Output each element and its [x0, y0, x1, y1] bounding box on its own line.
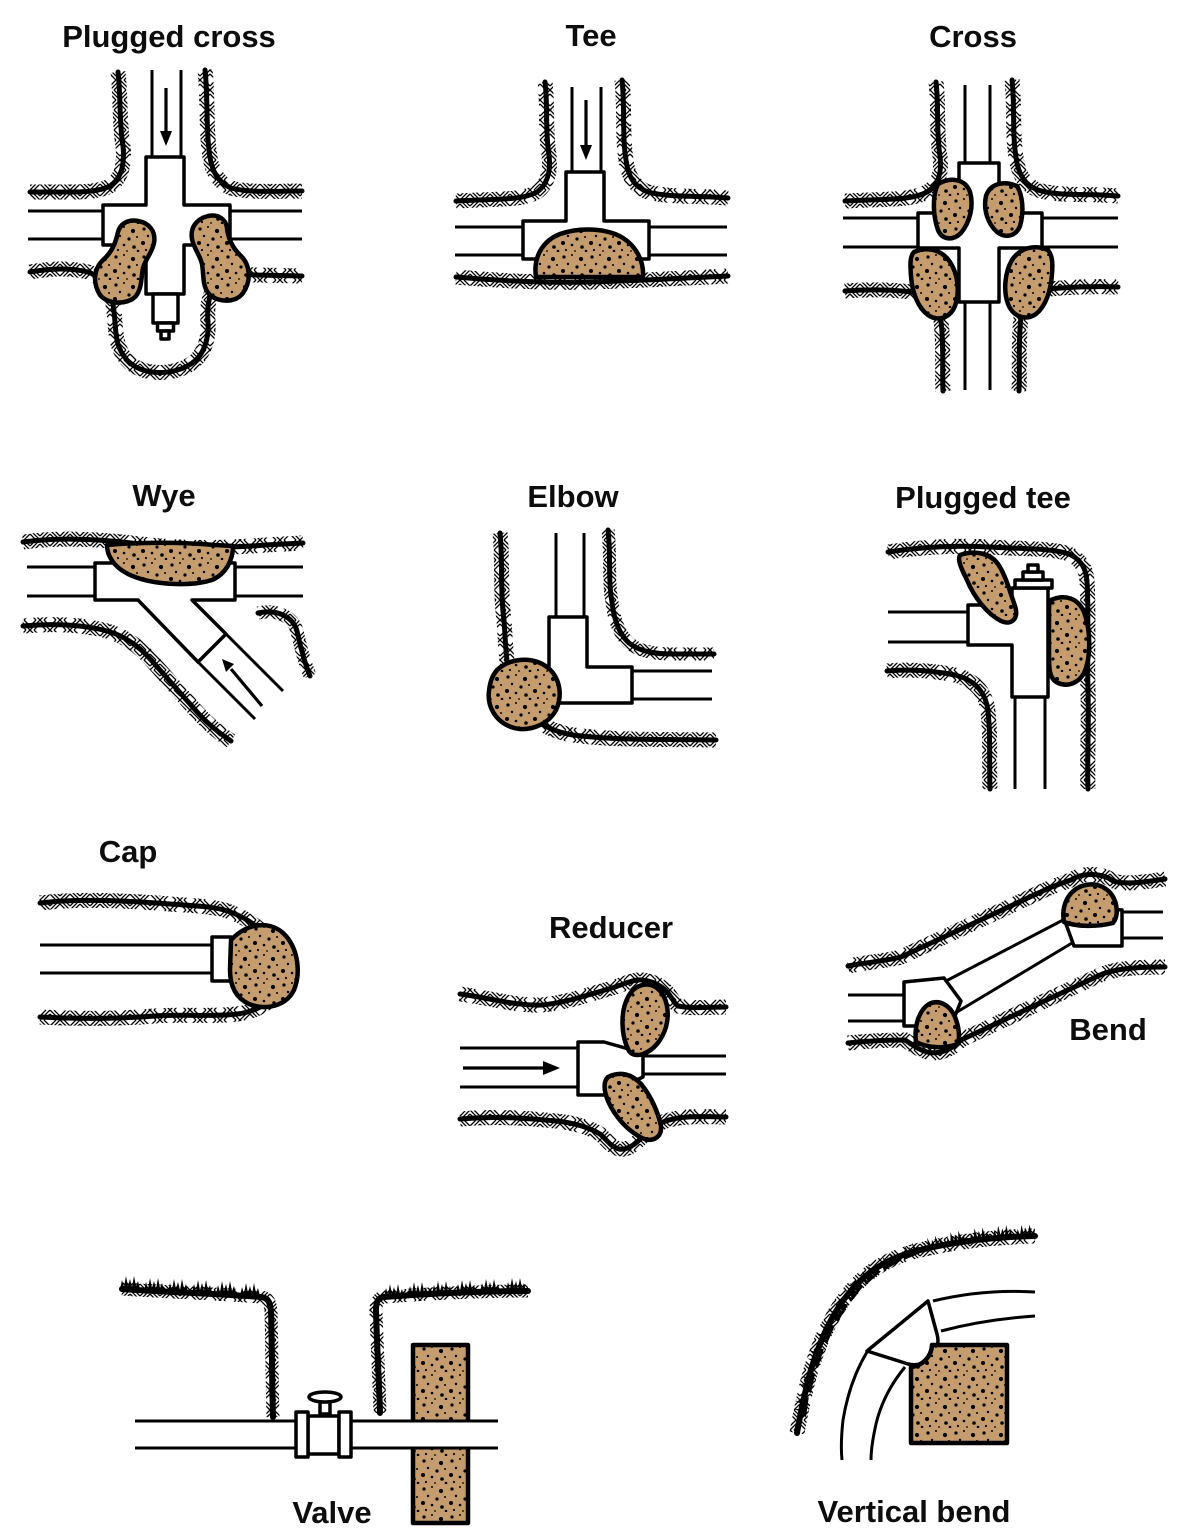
wye-fitting: [93, 561, 237, 664]
grass-tuft: [120, 1276, 140, 1289]
trench-wall: [453, 79, 552, 204]
label-cross: Cross: [929, 19, 1017, 54]
grass-tuft: [506, 1278, 526, 1291]
thrust-block: [92, 218, 157, 305]
soil-hatch: [30, 71, 131, 200]
valve-flange: [294, 1410, 310, 1459]
figure-wye: Wye: [20, 478, 317, 748]
soil-hatch: [455, 81, 557, 209]
figure-valve: Valve: [119, 1276, 531, 1530]
thrust-block: [982, 181, 1025, 239]
flow-arrowhead: [580, 145, 592, 160]
pipe-line: [40, 943, 212, 975]
trench-wall: [457, 1114, 729, 1152]
thrust-block: [620, 982, 670, 1058]
flow-arrowhead: [543, 1061, 560, 1075]
figure-bend: Bend: [845, 867, 1168, 1061]
label-bend: Bend: [1069, 1012, 1147, 1047]
soil-hatch: [197, 69, 303, 199]
trench-wall: [845, 872, 1168, 969]
trench-wall: [842, 79, 943, 204]
label-plugged-cross: Plugged cross: [62, 19, 276, 54]
pipe-line: [27, 565, 303, 721]
trench-wall: [20, 622, 234, 744]
flow-arrowhead: [222, 659, 234, 672]
flow-arrowhead: [160, 131, 172, 146]
grass-tuft: [192, 1280, 212, 1293]
thrust-block: [908, 1342, 1010, 1446]
trench-wall: [885, 543, 1091, 792]
soil-hatch: [886, 662, 998, 790]
figure-plugged-cross: Plugged cross: [27, 19, 305, 380]
soil-hatch: [121, 1282, 280, 1418]
label-plugged-tee: Plugged tee: [895, 480, 1071, 515]
thrust-block: [104, 540, 236, 587]
valve-flange: [337, 1410, 353, 1459]
label-elbow: Elbow: [527, 479, 619, 514]
plug: [159, 329, 171, 341]
label-cap: Cap: [99, 834, 158, 869]
soil-hatch: [614, 79, 729, 206]
pipe-line: [848, 910, 1163, 1023]
cross-fitting: [101, 155, 232, 296]
figure-cross: Cross: [842, 19, 1121, 394]
thrust-block: [1002, 245, 1055, 320]
pipe-line: [843, 85, 1118, 390]
thrust-block: [602, 1071, 664, 1143]
trench-wall: [202, 67, 305, 194]
thrust-block: [913, 999, 962, 1050]
trench-wall: [27, 69, 126, 195]
thrust-block: [189, 213, 251, 303]
trench-wall: [453, 273, 731, 285]
figure-plugged-tee: Plugged tee: [884, 480, 1096, 792]
flow-arrow: [229, 667, 264, 708]
valve-handwheel: [307, 1390, 343, 1404]
trench-wall: [1009, 77, 1121, 199]
thrust-block: [533, 227, 646, 280]
valve-body: [306, 1414, 341, 1456]
figure-reducer: Reducer: [457, 910, 729, 1157]
pipe-line: [839, 1289, 1036, 1461]
pipe-line: [460, 1046, 726, 1089]
plug: [1026, 563, 1040, 574]
label-vertical-bend: Vertical bend: [818, 1494, 1011, 1529]
trench-wall: [457, 977, 729, 1011]
label-valve: Valve: [292, 1495, 371, 1530]
trench-wall: [255, 609, 313, 679]
figure-cap: Cap: [37, 834, 300, 1026]
grass-tuft: [216, 1281, 236, 1294]
label-tee: Tee: [565, 18, 616, 53]
ground-surface: [119, 1286, 276, 1420]
figure-tee: Tee: [453, 18, 731, 290]
figure-vertical-bend: Vertical bend: [789, 1224, 1038, 1529]
thrust-block: [1046, 595, 1092, 687]
thrust-block: [956, 550, 1019, 625]
plug: [151, 292, 180, 325]
trench-wall: [605, 527, 717, 657]
label-wye: Wye: [132, 478, 195, 513]
trench-wall: [845, 964, 1168, 1056]
pipe-line: [28, 70, 302, 241]
pipe-line: [455, 87, 727, 257]
label-reducer: Reducer: [549, 910, 673, 945]
figure-elbow: Elbow: [486, 479, 719, 748]
pipe-line: [554, 533, 712, 701]
trench-wall: [884, 667, 993, 792]
thrust-block: [908, 247, 960, 321]
thrust-block: [486, 657, 562, 732]
soil-hatch: [844, 81, 948, 209]
thrust-block: [1061, 882, 1119, 929]
soil-hatch: [1004, 79, 1119, 204]
trench-wall: [619, 77, 731, 201]
pipe-line: [888, 610, 1047, 789]
thrust-block: [931, 177, 974, 241]
thrust-block: [227, 922, 300, 1010]
